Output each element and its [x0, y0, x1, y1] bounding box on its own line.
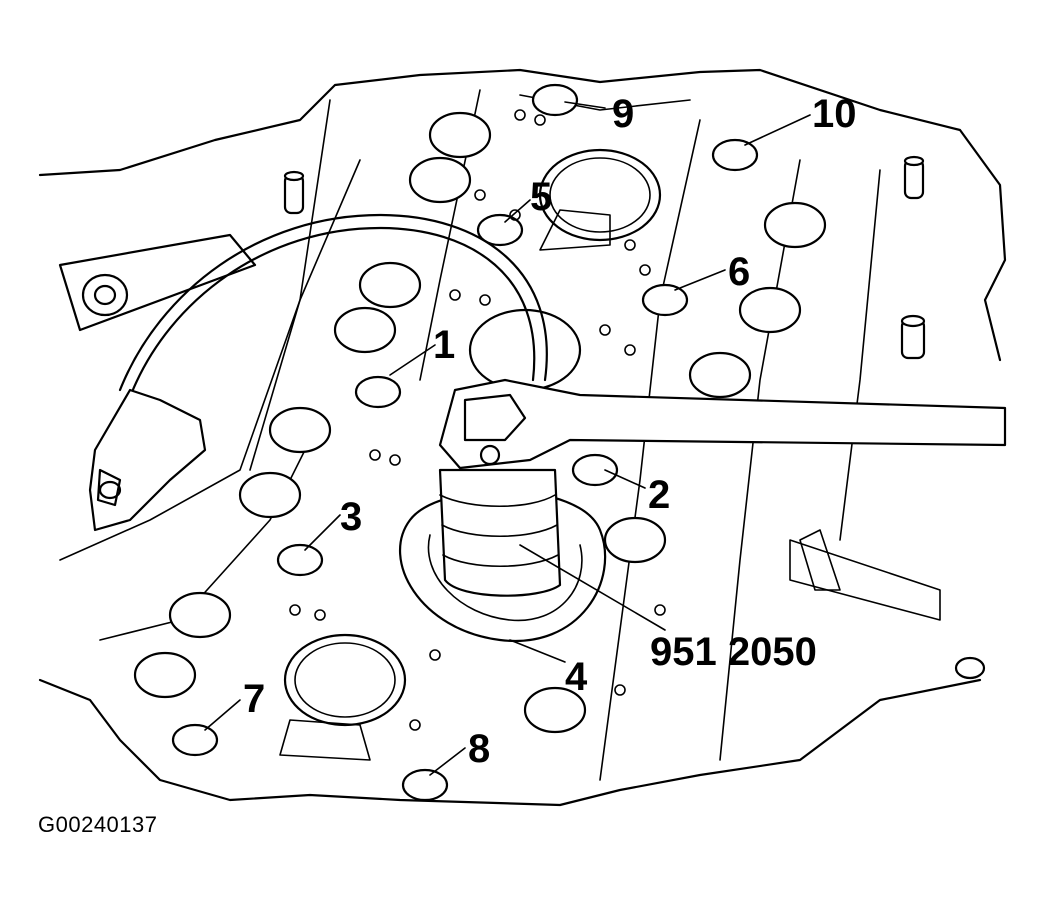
callout-6: 6 [728, 250, 750, 294]
callout-9: 9 [612, 92, 634, 136]
callout-1: 1 [433, 323, 455, 367]
bracket-left [58, 233, 257, 332]
callout-8: 8 [468, 727, 490, 771]
tool-number-label: 951 2050 [650, 630, 817, 674]
callout-5: 5 [530, 175, 552, 219]
lifter-cups [133, 111, 827, 734]
dowel-pins [283, 155, 986, 680]
callout-labels: 1 2 3 4 5 6 7 8 9 10 951 2050 [243, 92, 857, 771]
bolt-holes [171, 83, 759, 802]
oil-passages [289, 109, 666, 731]
angle-gauge-cable [118, 213, 548, 394]
callout-7: 7 [243, 677, 265, 721]
callout-2: 2 [648, 473, 670, 517]
callout-4: 4 [565, 655, 588, 699]
callout-10: 10 [812, 92, 857, 136]
special-tool-951-2050 [399, 378, 1007, 643]
callout-3: 3 [340, 495, 362, 539]
figure-code: G00240137 [38, 812, 158, 837]
gauge-clip [88, 388, 207, 532]
leader-lines [204, 101, 811, 776]
